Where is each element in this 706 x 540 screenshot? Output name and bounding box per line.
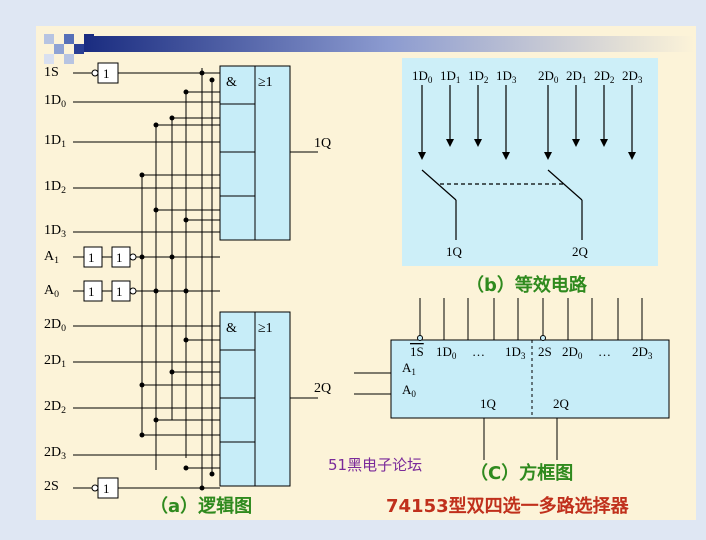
- block-diagram: [354, 298, 670, 460]
- equiv-input-1: 1D2: [468, 68, 489, 85]
- input-label: 2D0: [44, 317, 66, 334]
- block-pin-label: 2D3: [632, 344, 653, 361]
- equiv-input-2: 2D0: [538, 68, 559, 85]
- input-label: 1D0: [44, 93, 66, 110]
- and-gate-label: &: [226, 321, 237, 336]
- input-label: 2S: [44, 479, 59, 494]
- buffer-label: 1: [103, 481, 110, 496]
- caption-block-diagram: （C）方框图: [470, 462, 573, 484]
- equivalent-circuit: [402, 58, 658, 266]
- diagram-canvas: 1S1D01D11D21D3A1A02D02D12D22D32S&&≥1≥111…: [44, 34, 694, 517]
- output-1q: 1Q: [314, 136, 331, 151]
- input-label: 1D2: [44, 179, 66, 196]
- block-output-1q: 1Q: [480, 396, 497, 411]
- equivalent-circuit-labels: 1D0 1D1 1D2 1D3 2D0 2D1 2D2 2D3 1Q 2Q: [412, 68, 643, 259]
- buffer-label: 1: [116, 284, 123, 299]
- caption-equivalent-circuit: （b）等效电路: [466, 274, 588, 296]
- or-gate-label: ≥1: [258, 321, 273, 336]
- and-gate-label: &: [226, 75, 237, 90]
- input-label: A0: [44, 283, 59, 300]
- block-pin-label: …: [472, 344, 485, 359]
- equiv-input-1: 1D3: [496, 68, 517, 85]
- captions: （a）逻辑图 （b）等效电路 （C）方框图 51黑电子论坛 74153型双四选一多路选择…: [150, 274, 630, 517]
- input-label: 1D3: [44, 223, 66, 240]
- buffer-label: 1: [88, 250, 95, 265]
- equiv-input-1: 1D1: [440, 68, 460, 85]
- output-2q: 2Q: [314, 381, 331, 396]
- title-bar: [84, 36, 694, 52]
- buffer-label: 1: [103, 66, 110, 81]
- equiv-input-2: 2D1: [566, 68, 586, 85]
- or-gate-label: ≥1: [258, 75, 273, 90]
- logic-diagram: [73, 62, 318, 499]
- equiv-input-1: 1D0: [412, 68, 433, 85]
- buffer-label: 1: [116, 250, 123, 265]
- input-label: A1: [44, 249, 59, 266]
- input-label: 1D1: [44, 133, 66, 150]
- watermark: 51黑电子论坛: [328, 456, 422, 474]
- input-label: 2D1: [44, 353, 66, 370]
- caption-logic-diagram: （a）逻辑图: [150, 495, 252, 517]
- equiv-output-2q: 2Q: [572, 244, 589, 259]
- equiv-input-2: 2D3: [622, 68, 643, 85]
- block-pin-label: 1D3: [505, 344, 526, 361]
- input-label: 2D2: [44, 399, 66, 416]
- input-label: 2D3: [44, 445, 66, 462]
- block-pin-label: 1D0: [436, 344, 457, 361]
- block-pin-label: 1S: [410, 344, 424, 359]
- input-label: 1S: [44, 65, 59, 80]
- block-pin-label: …: [598, 344, 611, 359]
- equiv-input-2: 2D2: [594, 68, 615, 85]
- block-pin-label: 2D0: [562, 344, 583, 361]
- equiv-output-1q: 1Q: [446, 244, 463, 259]
- slide-title: 74153型双四选一多路选择器: [386, 495, 630, 517]
- block-pin-label: 2S: [538, 344, 552, 359]
- block-diagram-box: [390, 339, 670, 419]
- buffer-label: 1: [88, 284, 95, 299]
- equivalent-circuit-panel: [402, 58, 658, 266]
- block-output-2q: 2Q: [553, 396, 570, 411]
